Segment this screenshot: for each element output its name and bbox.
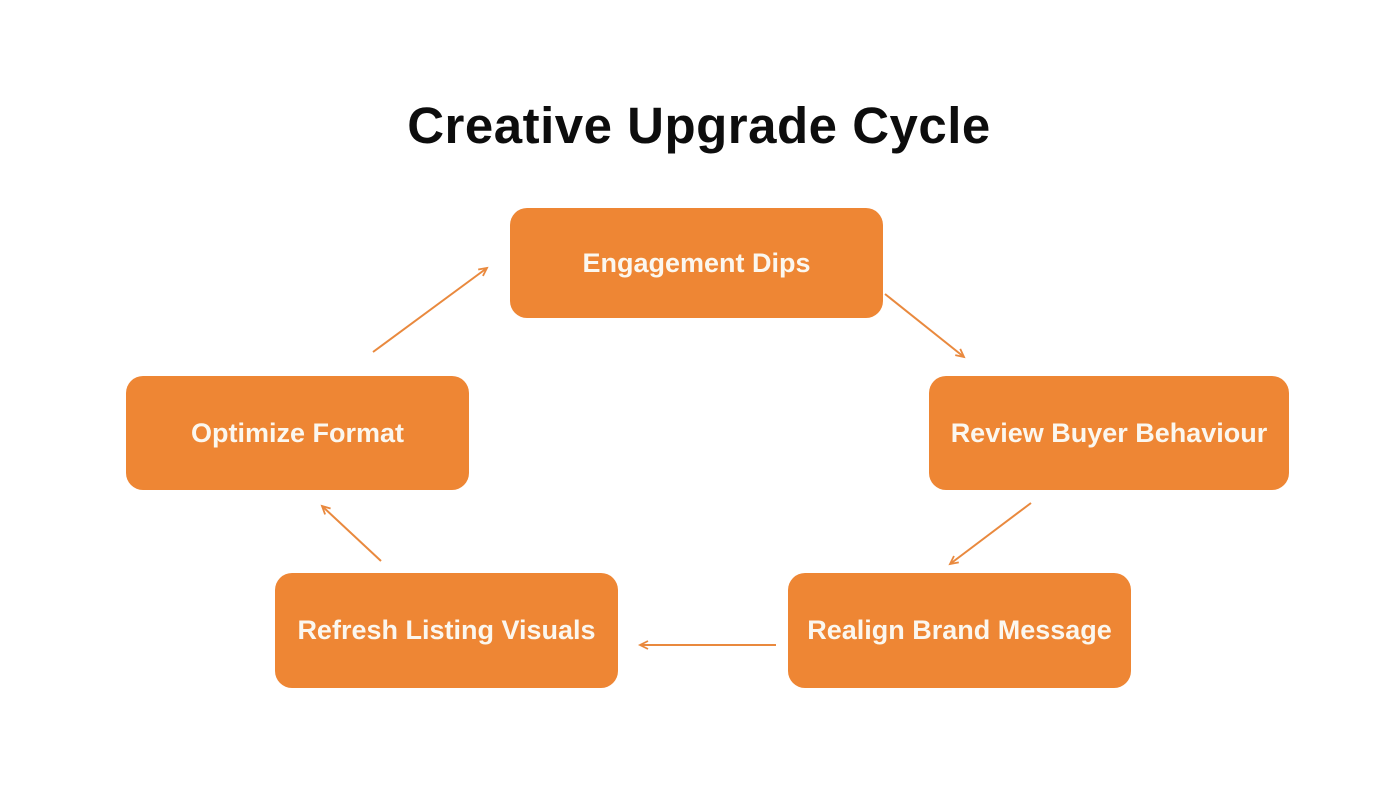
node-refresh-listing-visuals: Refresh Listing Visuals bbox=[275, 573, 618, 688]
node-realign-brand-message: Realign Brand Message bbox=[788, 573, 1131, 688]
node-label: Engagement Dips bbox=[582, 247, 811, 278]
node-optimize-format: Optimize Format bbox=[126, 376, 469, 490]
arrow-engagement-to-review bbox=[884, 293, 966, 359]
node-label: Review Buyer Behaviour bbox=[950, 417, 1268, 448]
diagram-title: Creative Upgrade Cycle bbox=[407, 97, 991, 154]
node-engagement-dips: Engagement Dips bbox=[510, 208, 883, 318]
node-label: Refresh Listing Visuals bbox=[297, 615, 596, 645]
node-label: Realign Brand Message bbox=[807, 615, 1112, 645]
node-label: Optimize Format bbox=[190, 417, 405, 448]
node-review-buyer-behaviour: Review Buyer Behaviour bbox=[929, 376, 1289, 490]
arrow-refresh-to-optimize bbox=[320, 504, 382, 562]
arrow-optimize-to-engagement bbox=[372, 266, 489, 353]
arrow-review-to-realign bbox=[948, 502, 1032, 566]
